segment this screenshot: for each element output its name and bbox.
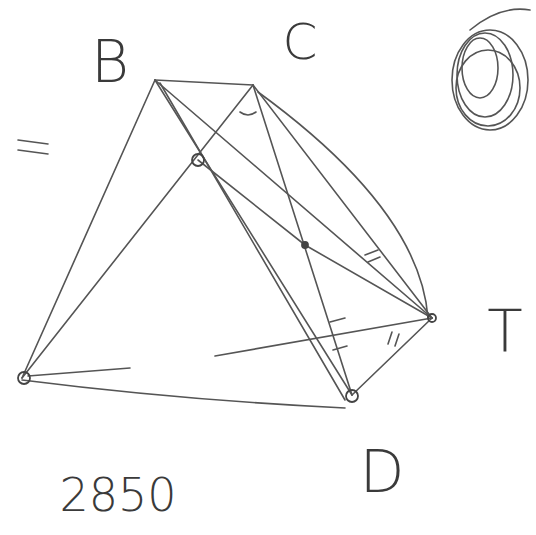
point-label: B (91, 33, 129, 91)
segment-ac (22, 85, 253, 378)
tick-mark (368, 257, 380, 262)
point-label: D (360, 443, 405, 501)
segment-ct (253, 85, 432, 318)
dash-mark (18, 140, 48, 144)
tick-mark (333, 346, 347, 350)
segment-ad (22, 380, 345, 408)
points (18, 154, 436, 402)
segment-bd-double (160, 83, 345, 400)
tick-mark (365, 250, 378, 255)
segment-to-t (215, 318, 432, 356)
angle-mark (240, 112, 256, 115)
point (192, 154, 204, 166)
segment-inner (198, 160, 432, 318)
scribble (456, 50, 520, 126)
scribble (452, 30, 528, 130)
segment-bd (155, 80, 352, 395)
point-label: C (283, 17, 318, 67)
construction-lines (18, 9, 530, 408)
scribble (470, 9, 530, 30)
segment-short (28, 368, 130, 376)
tick-mark (395, 334, 399, 346)
scribble (457, 33, 513, 117)
tick-mark (330, 318, 345, 322)
point (302, 242, 308, 248)
point (428, 314, 436, 322)
scribble (462, 38, 498, 98)
point (346, 390, 358, 402)
segment-ct-curve (258, 92, 428, 318)
segment-bc (155, 80, 253, 85)
dash-mark (18, 150, 48, 154)
point-label: T (487, 303, 522, 361)
note-number: 2850 (59, 472, 176, 518)
segment-ab (22, 80, 155, 378)
segment-cd (253, 85, 352, 395)
point (18, 372, 30, 384)
segment-bt (155, 80, 432, 318)
tick-mark (388, 332, 392, 344)
